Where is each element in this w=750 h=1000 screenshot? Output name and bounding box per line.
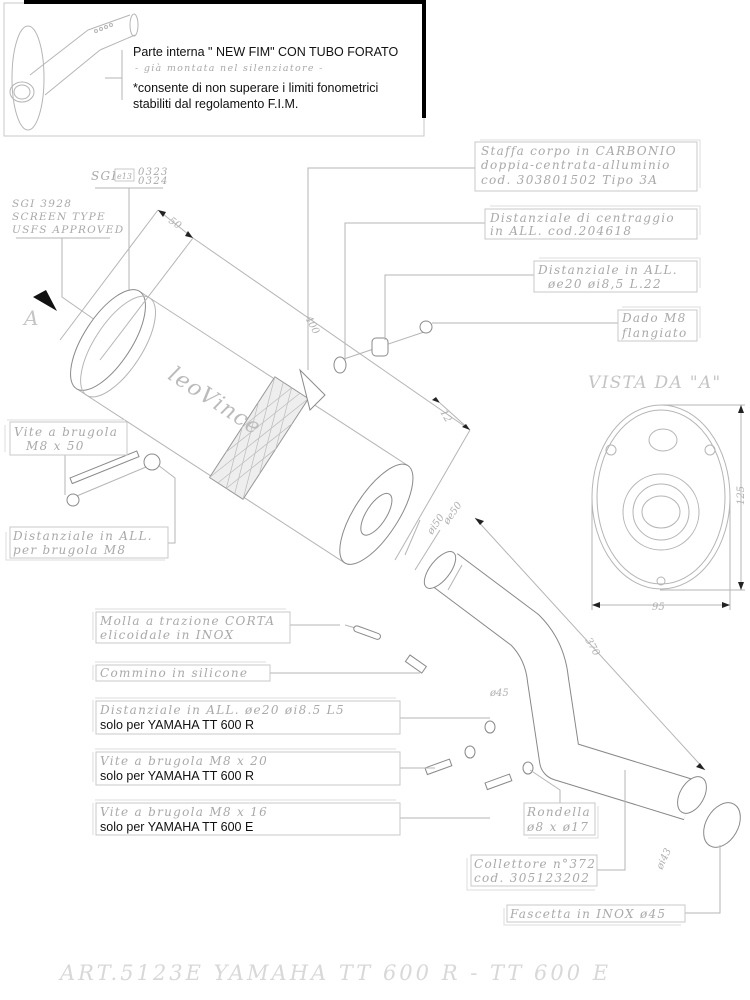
- model-restriction-note: solo per YAMAHA TT 600 E: [100, 820, 253, 834]
- dim-400: 400: [302, 313, 321, 336]
- label-distanziale-l5: Distanziale in ALL. øe20 øi8.5 L5 solo p…: [92, 697, 401, 735]
- label-text: elicoidale in INOX: [100, 628, 234, 642]
- label-text: per brugola M8: [13, 543, 126, 557]
- label-dado: Dado M8 flangiato: [617, 306, 701, 342]
- view-title: VISTA DA "A": [588, 373, 722, 393]
- label-collettore: Collettore n°372 cod. 305123202: [466, 854, 598, 891]
- dim-125: 125: [736, 486, 747, 505]
- centering-spacer: [333, 356, 347, 374]
- usfs-line-1: SGI 3928: [12, 198, 72, 210]
- label-text: Vite a brugola M8 x 16: [100, 805, 268, 819]
- label-text: M8 x 50: [25, 439, 85, 453]
- sgi-prefix: SGI: [91, 169, 117, 183]
- dim-50: 50: [166, 215, 183, 232]
- label-text: cod. 305123202: [474, 871, 590, 885]
- label-text: Distanziale in ALL.: [12, 529, 153, 543]
- label-text: ø8 x ø17: [526, 820, 589, 834]
- bolt-m8x16: [484, 773, 513, 791]
- insert-note-1: *consente di non superare i limiti fonom…: [133, 81, 378, 95]
- label-text: Molla a trazione CORTA: [99, 614, 275, 628]
- label-text: Vite a brugola: [14, 425, 118, 439]
- label-staffa: Staffa corpo in CARBONIO doppia-centrata…: [474, 139, 701, 192]
- insert-note-2: stabiliti dal regolamento F.I.M.: [133, 97, 298, 111]
- label-text: flangiato: [621, 326, 688, 340]
- end-cap-view: [591, 404, 745, 610]
- label-distanziale-centraggio: Distanziale di centraggio in ALL. cod.20…: [484, 205, 701, 240]
- label-fascetta: Fascetta in INOX ø45: [503, 904, 686, 926]
- label-text: in ALL. cod.204618: [490, 224, 632, 238]
- band-clamp: [703, 802, 741, 848]
- collector-pipe: [423, 551, 697, 821]
- insert-info-box: Parte interna " NEW FIM" CON TUBO FORATO…: [3, 0, 426, 137]
- perforated-tube-drawing: [9, 13, 139, 131]
- label-vite-16: Vite a brugola M8 x 16 solo per YAMAHA T…: [92, 799, 401, 836]
- label-vite-50: Vite a brugola M8 x 50: [4, 419, 128, 456]
- dim-outer-50: øe50: [441, 500, 465, 528]
- label-text: Distanziale in ALL. øe20 øi8.5 L5: [99, 703, 345, 717]
- label-text: Vite a brugola M8 x 20: [100, 754, 268, 768]
- usfs-line-3: USFS APPROVED: [12, 224, 124, 236]
- label-text: Commino in silicone: [100, 666, 248, 680]
- cert-code-2: 0324: [138, 176, 169, 187]
- label-text: Staffa corpo in CARBONIO: [481, 144, 677, 158]
- brand-logo-icon: [648, 428, 678, 452]
- washer: [522, 761, 534, 775]
- flanged-nut: [419, 320, 433, 334]
- insert-subtitle: - già montata nel silenziatore -: [135, 63, 324, 74]
- model-restriction-note: solo per YAMAHA TT 600 R: [100, 769, 254, 783]
- label-text: cod. 303801502 Tipo 3A: [481, 173, 658, 187]
- usfs-line-2: SCREEN TYPE: [12, 211, 106, 223]
- label-text: Fascetta in INOX ø45: [509, 907, 666, 921]
- dim-370: 370: [582, 636, 601, 659]
- view-arrow-icon: [33, 290, 57, 311]
- label-text: øe20 øi8,5 L.22: [547, 277, 662, 291]
- bolt-m8x20: [424, 758, 453, 776]
- label-vite-20: Vite a brugola M8 x 20 solo per YAMAHA T…: [92, 748, 401, 786]
- cert-code-1: 0323: [138, 167, 169, 178]
- label-rondella: Rondella ø8 x ø17: [523, 802, 599, 839]
- insert-title: Parte interna " NEW FIM" CON TUBO FORATO: [133, 45, 398, 59]
- label-commino: Commino in silicone: [92, 661, 271, 682]
- label-text: Collettore n°372: [474, 857, 596, 871]
- label-text: Distanziale in ALL.: [537, 263, 678, 277]
- view-marker: A: [22, 306, 40, 330]
- bolt-spacer: [143, 453, 161, 471]
- label-distanziale-all: Distanziale in ALL. øe20 øi8,5 L.22: [533, 257, 701, 293]
- dim-inner-43: øi43: [654, 847, 674, 872]
- carbon-bracket: [299, 368, 326, 411]
- label-distanziale-brugola: Distanziale in ALL. per brugola M8: [5, 526, 169, 561]
- silicone-cap: [404, 654, 428, 674]
- spacer-l5: [484, 720, 496, 734]
- spring: [353, 625, 381, 640]
- dim-45: ø45: [489, 688, 509, 699]
- label-molla: Molla a trazione CORTA elicoidale in INO…: [92, 608, 291, 644]
- label-text: doppia-centrata-alluminio: [481, 158, 671, 172]
- article-title: ART.5123E YAMAHA TT 600 R - TT 600 E: [58, 961, 611, 985]
- label-text: Distanziale di centraggio: [489, 211, 675, 225]
- model-restriction-note: solo per YAMAHA TT 600 R: [100, 718, 254, 732]
- spacer-22: [371, 337, 389, 357]
- dim-95: 95: [652, 602, 665, 613]
- pipe-clamp: [677, 776, 707, 814]
- label-text: Rondella: [526, 805, 591, 819]
- label-text: Dado M8: [621, 311, 687, 325]
- bolt-m8x50: [69, 450, 140, 485]
- brand-logo-icon: leoVince: [163, 362, 265, 441]
- dim-12: 12: [437, 408, 453, 425]
- e-mark: e13: [117, 172, 132, 181]
